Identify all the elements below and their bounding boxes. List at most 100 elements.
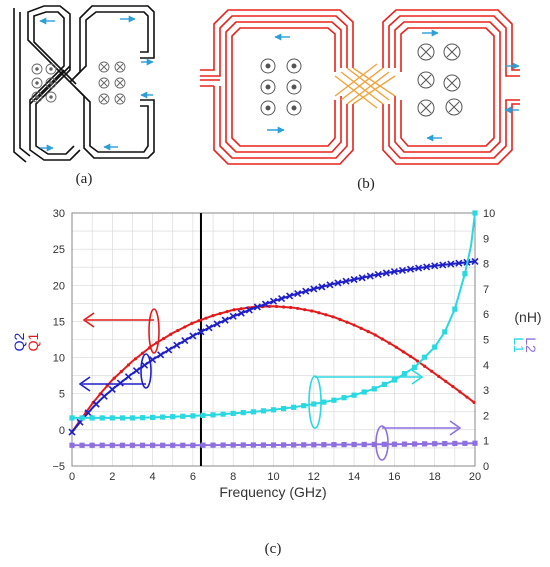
point-l1 [381, 381, 387, 388]
point-l2 [170, 442, 176, 448]
y-left-tick-label: 25 [53, 244, 65, 256]
point-l1 [422, 354, 428, 360]
point-l1 [391, 377, 397, 383]
point-q2 [447, 260, 455, 268]
y-left-tick-label: −5 [52, 461, 65, 473]
point-q1 [451, 384, 455, 389]
point-q1 [338, 317, 342, 322]
left-label-q2: Q2 [11, 332, 27, 351]
y-left-tick-label: 0 [59, 425, 65, 437]
panel-a-coil-diagram: (a) [13, 5, 155, 187]
y-right-tick-label: 3 [483, 385, 489, 397]
point-q1 [303, 308, 307, 312]
right-label-l2: L2 [523, 337, 539, 353]
point-q2 [108, 385, 116, 393]
point-l2 [371, 441, 377, 447]
point-q1 [423, 364, 427, 368]
x-tick-label: 0 [69, 471, 75, 483]
point-q1 [112, 376, 116, 380]
point-q2 [92, 400, 100, 408]
point-l1 [321, 399, 327, 405]
point-l1 [432, 344, 438, 350]
point-l2 [301, 442, 307, 448]
point-l2 [411, 441, 418, 447]
point-q1 [232, 308, 236, 312]
x-tick-label: 18 [429, 471, 441, 483]
point-q1 [401, 350, 406, 354]
right-axis-unit: (nH) [514, 309, 541, 325]
plot-frame [71, 212, 476, 467]
point-q2 [310, 285, 318, 293]
point-q1 [352, 323, 356, 327]
y-right-tick-label: 6 [483, 309, 489, 321]
chart-series [68, 210, 479, 466]
right-label-l1: L1 [511, 337, 527, 353]
coil-b-current-arrows [267, 29, 520, 142]
point-q1 [197, 319, 201, 323]
point-l2 [472, 440, 478, 446]
point-q1 [274, 304, 279, 309]
point-q1 [408, 354, 413, 359]
point-q2 [277, 295, 286, 303]
point-q2 [116, 379, 124, 387]
point-q2 [439, 261, 447, 269]
point-l1 [79, 415, 85, 421]
point-q1 [359, 326, 363, 330]
point-q1 [162, 336, 166, 341]
point-l1 [89, 415, 95, 421]
point-l1 [472, 210, 478, 216]
point-l1 [69, 415, 75, 421]
point-q2 [398, 266, 407, 274]
point-q1 [296, 306, 300, 311]
point-q1 [380, 337, 384, 341]
point-q2 [415, 264, 423, 272]
point-l1 [170, 414, 176, 420]
point-q2 [390, 267, 398, 276]
y-right-tick-label: 9 [483, 233, 489, 245]
point-l2 [79, 442, 85, 448]
point-l1 [301, 403, 307, 409]
point-l1 [260, 408, 267, 414]
y-right-tick-label: 1 [483, 436, 489, 448]
y-left-tick-label: 20 [53, 280, 65, 292]
point-q2 [382, 269, 390, 277]
point-q2 [197, 328, 205, 336]
x-axis-label: Frequency (GHz) [219, 484, 326, 500]
point-l1 [109, 415, 115, 421]
point-q1 [119, 369, 123, 374]
point-q1 [472, 400, 476, 404]
coil-b-dots-out [260, 58, 302, 116]
x-tick-label: 20 [469, 471, 481, 483]
point-l2 [180, 442, 186, 448]
point-l2 [129, 442, 136, 448]
point-l1 [240, 410, 246, 416]
point-l2 [139, 442, 146, 448]
point-l1 [452, 306, 458, 312]
point-q2 [221, 316, 229, 324]
point-q1 [281, 305, 286, 309]
point-l2 [69, 442, 75, 448]
point-q1 [204, 316, 208, 320]
point-q1 [289, 305, 293, 310]
point-l2 [422, 441, 428, 447]
coil-b-left-loop [200, 9, 354, 165]
point-q1 [430, 369, 434, 373]
point-q2 [132, 367, 141, 375]
coil-a-left-loop [13, 5, 81, 163]
point-q2 [455, 259, 463, 267]
point-l1 [351, 392, 357, 398]
point-q1 [176, 328, 180, 333]
point-q2 [124, 373, 132, 381]
point-l2 [442, 441, 448, 447]
point-q1 [105, 384, 109, 388]
point-q2 [318, 283, 326, 291]
point-q2 [350, 275, 358, 284]
point-l2 [361, 441, 367, 448]
point-q2 [358, 274, 366, 282]
y-right-tick-label: 7 [483, 284, 489, 296]
point-l1 [220, 411, 226, 417]
point-l2 [220, 442, 226, 448]
point-l2 [381, 441, 387, 447]
x-tick-label: 16 [388, 471, 400, 483]
point-q2 [374, 270, 382, 279]
